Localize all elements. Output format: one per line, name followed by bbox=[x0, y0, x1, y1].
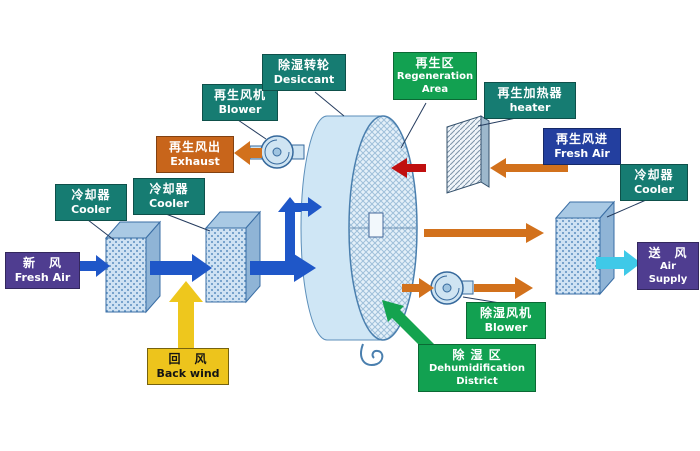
label-cooler-1-zh: 冷却器 bbox=[71, 188, 111, 202]
cooler-unit-2 bbox=[204, 210, 262, 304]
label-dehum-blower-en: Blower bbox=[484, 321, 528, 334]
arrow-mid-to-cooler3 bbox=[424, 223, 544, 243]
arrow-district-to-wheel bbox=[382, 300, 436, 354]
dehumidification-blower bbox=[430, 271, 474, 305]
label-regen-blower-en: Blower bbox=[218, 103, 262, 116]
label-regeneration-area: 再生区 Regeneration Area bbox=[393, 52, 477, 100]
arrow-fresh-air-to-cooler1 bbox=[80, 255, 110, 277]
label-exhaust-zh: 再生风出 bbox=[168, 140, 221, 154]
supply-air-arrow bbox=[596, 250, 641, 276]
label-dehumidification-district-en: Dehumidification District bbox=[428, 363, 526, 387]
label-dehumidification-district: 除 湿 区 Dehumidification District bbox=[418, 344, 536, 392]
arrow-cooler2-to-wheel bbox=[250, 254, 316, 282]
label-air-supply-zh: 送 风 bbox=[648, 246, 688, 260]
cooler-unit-1 bbox=[104, 220, 162, 314]
heated-air-arrow bbox=[391, 158, 426, 178]
cooler-unit-3 bbox=[554, 200, 616, 296]
arrow-regen-in-to-heater bbox=[490, 158, 568, 178]
arrow-cooler1-to-cooler2 bbox=[150, 254, 212, 282]
label-regen-heater-en: heater bbox=[509, 101, 551, 114]
label-back-wind-en: Back wind bbox=[156, 367, 220, 380]
label-dehumidification-district-zh: 除 湿 区 bbox=[452, 348, 502, 362]
wheel-curl-decoration bbox=[360, 343, 384, 366]
label-fresh-air-inlet-zh: 新 风 bbox=[22, 256, 62, 270]
label-cooler-1: 冷却器 Cooler bbox=[55, 184, 127, 221]
arrow-heater-to-wheel bbox=[391, 158, 426, 178]
label-desiccant-wheel-en: Desiccant bbox=[273, 73, 335, 86]
label-cooler-2-zh: 冷却器 bbox=[149, 182, 189, 196]
label-regen-fresh-air-en: Fresh Air bbox=[554, 147, 610, 160]
label-cooler-2-en: Cooler bbox=[149, 197, 189, 210]
label-air-supply: 送 风 Air Supply bbox=[637, 242, 699, 290]
arrow-wheel-to-blower bbox=[402, 278, 434, 298]
label-regen-heater-zh: 再生加热器 bbox=[497, 86, 563, 100]
label-regen-fresh-air: 再生风进 Fresh Air bbox=[543, 128, 621, 165]
label-regeneration-area-en: Regeneration Area bbox=[396, 71, 474, 95]
label-cooler-3-zh: 冷却器 bbox=[634, 168, 674, 182]
label-dehum-blower: 除湿风机 Blower bbox=[466, 302, 546, 339]
label-exhaust: 再生风出 Exhaust bbox=[156, 136, 234, 173]
label-regeneration-area-zh: 再生区 bbox=[415, 56, 455, 70]
label-fresh-air-inlet: 新 风 Fresh Air bbox=[5, 252, 80, 289]
label-regen-fresh-air-zh: 再生风进 bbox=[555, 132, 608, 146]
label-regen-blower: 再生风机 Blower bbox=[202, 84, 278, 121]
label-cooler-3: 冷却器 Cooler bbox=[620, 164, 688, 201]
desiccant-wheel bbox=[300, 115, 418, 341]
label-exhaust-en: Exhaust bbox=[170, 155, 220, 168]
arrow-cooler3-to-supply bbox=[596, 250, 641, 276]
label-desiccant-wheel: 除湿转轮 Desiccant bbox=[262, 54, 346, 91]
label-dehum-blower-zh: 除湿风机 bbox=[479, 306, 532, 320]
label-air-supply-en: Air Supply bbox=[648, 261, 688, 285]
regeneration-air-arrows bbox=[234, 141, 568, 299]
regeneration-heater-panel bbox=[446, 115, 490, 194]
label-cooler-1-en: Cooler bbox=[71, 203, 111, 216]
label-back-wind-zh: 回 风 bbox=[168, 352, 208, 366]
wheel-hub bbox=[368, 212, 384, 238]
arrow-riser-up bbox=[278, 197, 302, 266]
label-back-wind: 回 风 Back wind bbox=[147, 348, 229, 385]
arrow-back-wind-up bbox=[169, 281, 203, 348]
label-cooler-3-en: Cooler bbox=[634, 183, 674, 196]
label-regen-blower-zh: 再生风机 bbox=[213, 88, 266, 102]
leader-lines bbox=[87, 91, 647, 304]
label-regen-heater: 再生加热器 heater bbox=[484, 82, 576, 119]
process-air-arrows bbox=[80, 197, 322, 282]
arrow-blower-to-cooler3 bbox=[474, 277, 533, 299]
dehum-district-pointer bbox=[382, 300, 436, 354]
arrow-blower-to-exhaust bbox=[234, 141, 262, 165]
label-cooler-2: 冷却器 Cooler bbox=[133, 178, 205, 215]
label-desiccant-wheel-zh: 除湿转轮 bbox=[277, 58, 330, 72]
arrow-into-wheel-upper bbox=[293, 197, 322, 217]
return-air-arrow bbox=[169, 281, 203, 348]
label-fresh-air-inlet-en: Fresh Air bbox=[14, 271, 71, 284]
